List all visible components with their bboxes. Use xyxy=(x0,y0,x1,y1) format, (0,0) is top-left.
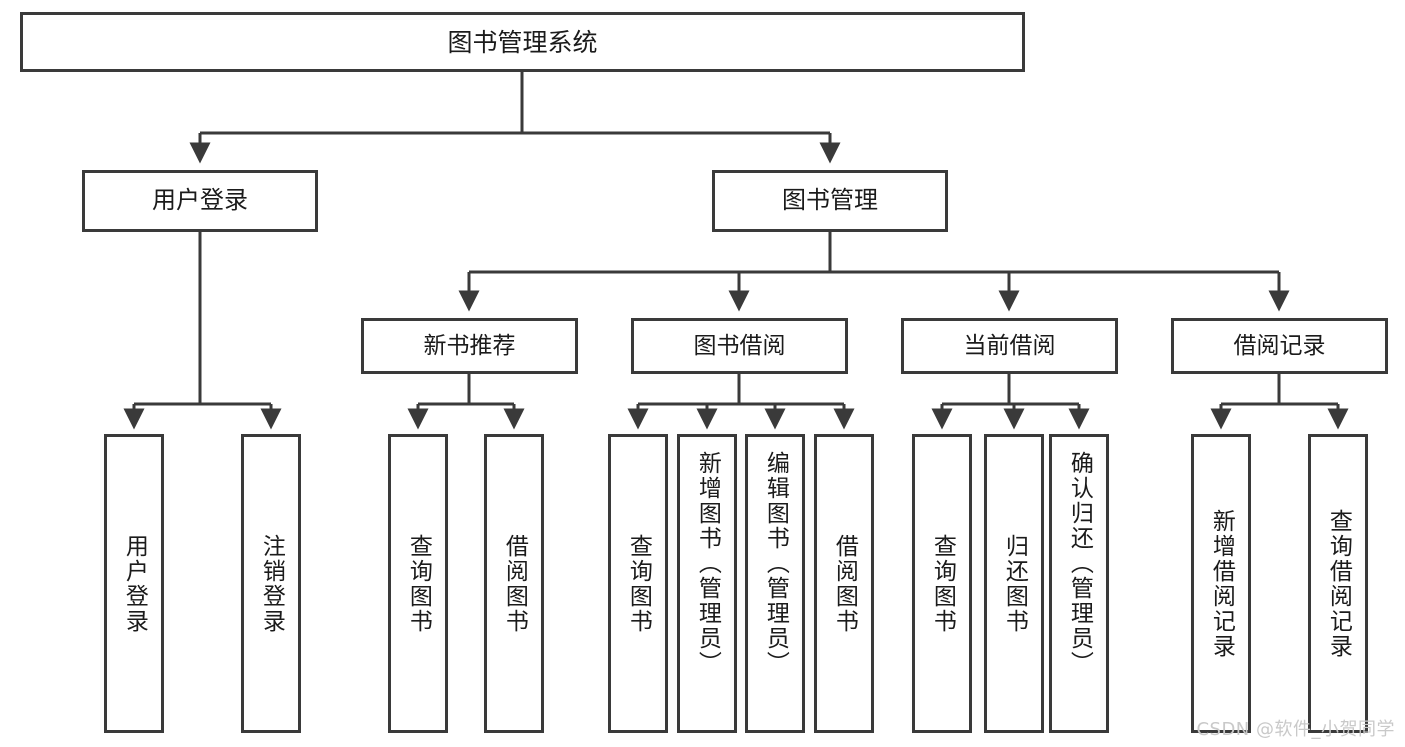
node-label: 新增图书（管理员） xyxy=(694,451,721,676)
csdn-watermark: CSDN @软件_小贺同学 xyxy=(1196,719,1395,740)
node-label: 用户登录 xyxy=(121,533,148,634)
node-label: 查询图书 xyxy=(625,533,652,634)
node-label: 借阅记录 xyxy=(1233,332,1326,359)
node-label: 查询图书 xyxy=(405,533,432,634)
node-current-borrow[interactable]: 当前借阅 xyxy=(901,318,1118,374)
node-label: 图书借阅 xyxy=(693,332,786,359)
node-label: 图书管理 xyxy=(782,186,878,215)
node-leaf-user-login[interactable]: 用户登录 xyxy=(104,434,164,733)
node-label: 编辑图书（管理员） xyxy=(762,451,789,676)
node-label: 借阅图书 xyxy=(501,533,528,634)
node-user-login[interactable]: 用户登录 xyxy=(82,170,318,232)
node-leaf-query-book-recommend[interactable]: 查询图书 xyxy=(388,434,448,733)
node-book-management[interactable]: 图书管理 xyxy=(712,170,948,232)
node-leaf-return-book[interactable]: 归还图书 xyxy=(984,434,1044,733)
node-leaf-query-book-borrow[interactable]: 查询图书 xyxy=(608,434,668,733)
node-leaf-borrow-book-recommend[interactable]: 借阅图书 xyxy=(484,434,544,733)
node-label: 新增借阅记录 xyxy=(1208,508,1235,659)
node-label: 确认归还（管理员） xyxy=(1066,451,1093,676)
node-root-book-management-system[interactable]: 图书管理系统 xyxy=(20,12,1025,72)
node-new-book-recommend[interactable]: 新书推荐 xyxy=(361,318,578,374)
node-label: 查询图书 xyxy=(929,533,956,634)
node-leaf-confirm-return[interactable]: 确认归还（管理员） xyxy=(1049,434,1109,733)
node-label: 归还图书 xyxy=(1001,533,1028,634)
node-label: 用户登录 xyxy=(152,186,248,215)
node-borrow-records[interactable]: 借阅记录 xyxy=(1171,318,1388,374)
node-label: 新书推荐 xyxy=(423,332,516,359)
node-label: 注销登录 xyxy=(258,533,285,634)
node-leaf-edit-book[interactable]: 编辑图书（管理员） xyxy=(745,434,805,733)
node-label: 查询借阅记录 xyxy=(1325,508,1352,659)
node-leaf-query-book-current[interactable]: 查询图书 xyxy=(912,434,972,733)
node-leaf-query-borrow-record[interactable]: 查询借阅记录 xyxy=(1308,434,1368,733)
node-leaf-add-borrow-record[interactable]: 新增借阅记录 xyxy=(1191,434,1251,733)
node-leaf-borrow-book[interactable]: 借阅图书 xyxy=(814,434,874,733)
node-label: 借阅图书 xyxy=(831,533,858,634)
node-label: 图书管理系统 xyxy=(447,27,598,57)
node-label: 当前借阅 xyxy=(963,332,1056,359)
node-leaf-add-book[interactable]: 新增图书（管理员） xyxy=(677,434,737,733)
node-leaf-logout[interactable]: 注销登录 xyxy=(241,434,301,733)
node-book-borrow[interactable]: 图书借阅 xyxy=(631,318,848,374)
